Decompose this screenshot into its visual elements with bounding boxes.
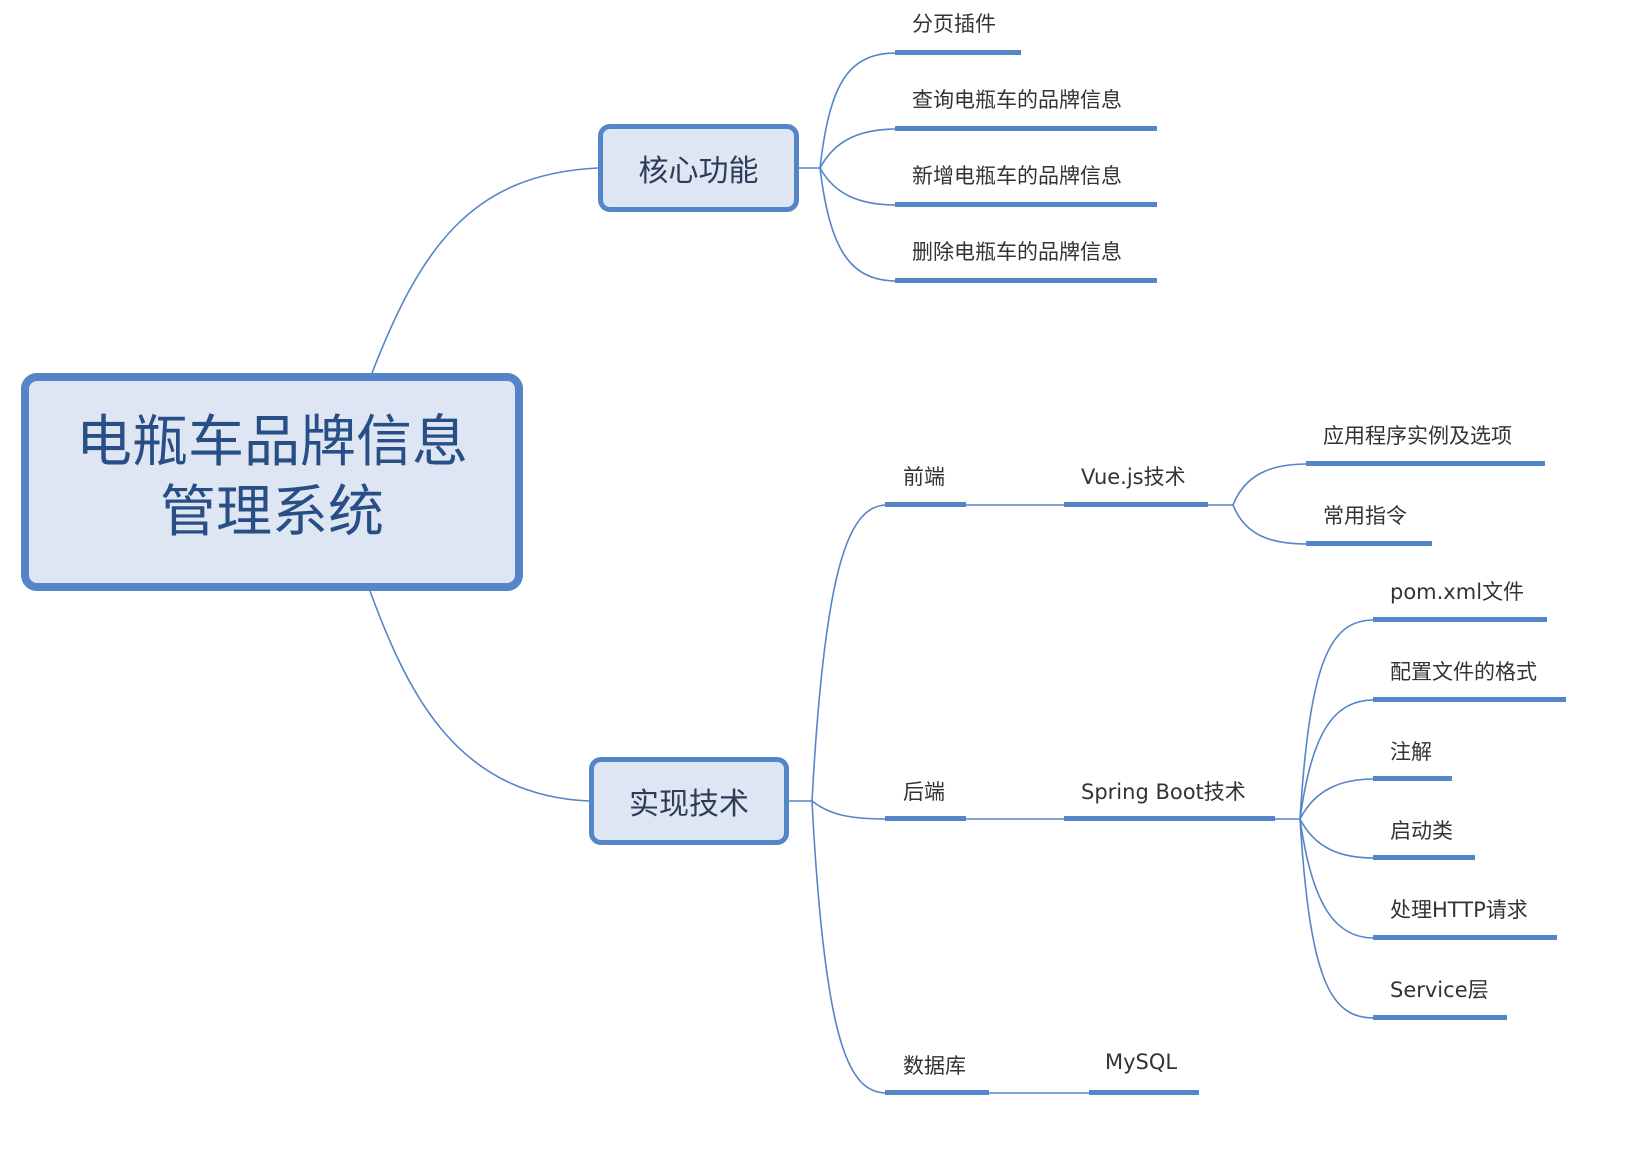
leaf-startup-class[interactable]: 启动类	[1390, 819, 1453, 843]
connector-core-leaf-0	[819, 52, 898, 169]
underline	[1306, 461, 1545, 466]
leaf-annotations[interactable]: 注解	[1390, 740, 1432, 764]
underline	[895, 278, 1157, 283]
connector-core-leaf-3	[819, 167, 898, 282]
connector-spring-1	[1299, 699, 1375, 820]
root-title-line2: 管理系统	[160, 480, 384, 545]
connector-spring-0	[1299, 619, 1375, 820]
connector-core-leaf-1	[819, 128, 898, 169]
underline	[1064, 502, 1208, 507]
leaf-pom-xml[interactable]: pom.xml文件	[1390, 580, 1525, 604]
connector-spring-4	[1299, 818, 1375, 939]
connector-vue-1	[1232, 504, 1308, 545]
leaf-vue-directives[interactable]: 常用指令	[1323, 504, 1407, 528]
underline	[1064, 816, 1275, 821]
leaf-service-layer[interactable]: Service层	[1390, 978, 1489, 1002]
leaf-config-format[interactable]: 配置文件的格式	[1390, 660, 1537, 684]
connector-core-leaf-2	[819, 167, 898, 206]
underline	[1373, 1015, 1507, 1020]
connector-tech-database	[811, 800, 888, 1094]
subtopic-database[interactable]: 数据库	[903, 1054, 966, 1078]
subtopic-mysql[interactable]: MySQL	[1105, 1050, 1178, 1074]
underline	[895, 202, 1157, 207]
underline	[1373, 776, 1452, 781]
underline	[885, 1090, 989, 1095]
connector-root-core	[371, 167, 599, 374]
underline	[885, 502, 966, 507]
subtopic-spring-boot[interactable]: Spring Boot技术	[1081, 780, 1246, 804]
topic-core-features[interactable]: 核心功能	[598, 124, 799, 212]
underline	[895, 50, 1021, 55]
subtopic-frontend[interactable]: 前端	[903, 465, 945, 489]
underline	[895, 126, 1157, 131]
topic-core-features-label: 核心功能	[638, 154, 759, 189]
underline	[1373, 935, 1557, 940]
underline	[1089, 1090, 1199, 1095]
underline	[1373, 617, 1547, 622]
leaf-add-brand[interactable]: 新增电瓶车的品牌信息	[912, 164, 1122, 188]
connector-vue-0	[1232, 463, 1308, 506]
leaf-query-brand[interactable]: 查询电瓶车的品牌信息	[912, 88, 1122, 112]
topic-implementation-label: 实现技术	[629, 787, 749, 822]
underline	[885, 816, 966, 821]
subtopic-backend[interactable]: 后端	[903, 780, 945, 804]
underline	[1373, 855, 1475, 860]
leaf-pagination-plugin[interactable]: 分页插件	[912, 12, 996, 36]
connector-root-tech	[369, 590, 590, 802]
leaf-delete-brand[interactable]: 删除电瓶车的品牌信息	[912, 240, 1122, 264]
underline	[1373, 697, 1566, 702]
root-topic[interactable]: 电瓶车品牌信息 管理系统	[21, 373, 523, 591]
connector-spring-5	[1299, 818, 1375, 1019]
underline	[1306, 541, 1432, 546]
connector-spring-2	[1299, 778, 1375, 820]
topic-implementation[interactable]: 实现技术	[589, 757, 789, 845]
connector-tech-frontend	[811, 504, 888, 802]
connector-spring-3	[1299, 818, 1375, 859]
root-title-line1: 电瓶车品牌信息	[76, 410, 468, 475]
leaf-vue-app-instance[interactable]: 应用程序实例及选项	[1323, 424, 1512, 448]
leaf-http-requests[interactable]: 处理HTTP请求	[1390, 898, 1528, 922]
subtopic-vue[interactable]: Vue.js技术	[1081, 465, 1186, 489]
connector-tech-backend	[811, 800, 888, 820]
